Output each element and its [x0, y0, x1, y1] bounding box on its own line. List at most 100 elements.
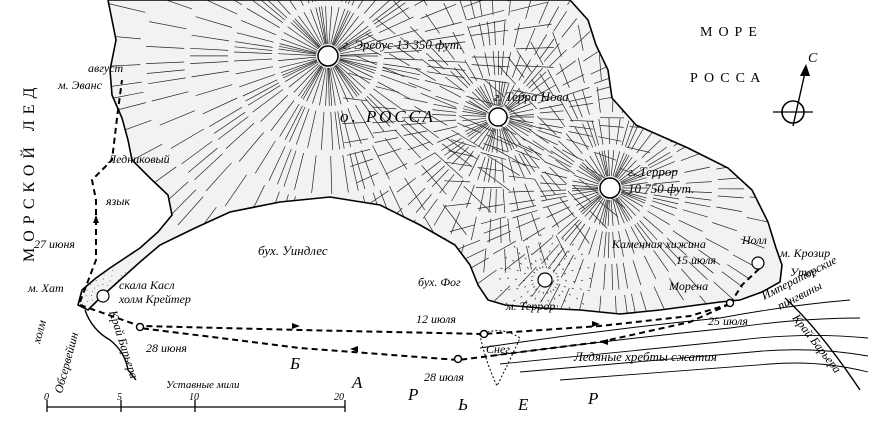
- terrain-hachure: [191, 34, 230, 42]
- terrain-hachure: [539, 110, 564, 114]
- terrain-hachure: [582, 123, 594, 148]
- terrain-hachure: [599, 22, 602, 49]
- terrain-hachure: [516, 247, 521, 272]
- terrain-hachure: [568, 263, 571, 265]
- terrain-hachure: [651, 200, 678, 209]
- terrain-hachure: [479, 187, 485, 212]
- terrain-hachure: [209, 0, 243, 6]
- terrain-hachure: [312, 67, 325, 104]
- terrain-hachure: [584, 196, 603, 217]
- route-cape-evans: [79, 79, 123, 303]
- terrain-hachure: [621, 182, 648, 187]
- terrain-hachure: [278, 48, 317, 55]
- terrain-hachure: [450, 70, 469, 89]
- observation-label-2: Обсервейшн: [51, 331, 81, 395]
- terrain-hachure: [307, 110, 317, 148]
- camp-july25: [725, 298, 735, 308]
- observation-label-1: холм: [29, 318, 49, 346]
- terrain-hachure: [543, 43, 560, 62]
- terrain-hachure: [539, 73, 554, 97]
- terrain-hachure: [579, 288, 582, 290]
- terrain-hachure: [90, 284, 92, 286]
- pressure-ridges-label: Ледяные хребты сжатия: [573, 349, 717, 364]
- terrain-hachure: [553, 146, 575, 163]
- terrain-hachure: [587, 267, 590, 269]
- terrain-hachure: [190, 61, 229, 64]
- terrain-hachure: [550, 150, 573, 165]
- terrain-hachure: [205, 162, 232, 192]
- terrain-hachure: [712, 222, 738, 232]
- terrain-hachure: [520, 296, 523, 298]
- terrain-hachure: [498, 64, 517, 85]
- terrain-hachure: [466, 95, 503, 108]
- terrain-hachure: [439, 40, 455, 60]
- terrain-hachure: [552, 269, 555, 272]
- terrain-hachure: [337, 111, 345, 149]
- terrain-hachure: [566, 87, 590, 96]
- terrain-hachure: [433, 126, 458, 133]
- terrain-hachure: [508, 123, 529, 137]
- terrain-hachure: [747, 156, 774, 163]
- terrain-hachure: [277, 148, 292, 185]
- terrain-hachure: [442, 204, 467, 235]
- terrain-hachure: [357, 0, 379, 9]
- terrain-hachure: [594, 152, 606, 178]
- terrain-hachure: [325, 6, 328, 45]
- terrain-hachure: [539, 123, 564, 129]
- camp-june28: [135, 322, 145, 332]
- terrain-hachure: [149, 21, 187, 30]
- route-return: [139, 303, 731, 362]
- terrain-hachure: [610, 34, 631, 48]
- terrain-hachure: [531, 283, 534, 285]
- terrain-hachure: [615, 153, 628, 178]
- terrain-hachure: [624, 71, 648, 80]
- terrain-hachure: [502, 188, 506, 213]
- terrain-hachure: [628, 92, 653, 98]
- terrain-hachure: [338, 31, 372, 51]
- terrain-hachure: [433, 103, 457, 110]
- terrain-hachure: [577, 57, 585, 84]
- terrain-hachure: [506, 93, 526, 110]
- terrain-hachure: [369, 0, 398, 19]
- terrain-hachure: [427, 41, 466, 47]
- terrain-hachure: [567, 250, 570, 253]
- terrain-hachure: [589, 155, 604, 179]
- terrain-hachure: [584, 159, 603, 180]
- terrain-hachure: [639, 220, 658, 241]
- terrain-hachure: [477, 166, 504, 172]
- terrain-hachure: [190, 47, 229, 51]
- terrain-hachure: [336, 63, 366, 90]
- terrain-hachure: [473, 125, 491, 144]
- terrain-hachure: [515, 313, 518, 314]
- terrain-hachure: [240, 20, 277, 36]
- terrain-hachure: [623, 55, 628, 81]
- terrain-hachure: [649, 155, 673, 169]
- terrain-hachure: [245, 82, 280, 102]
- terrain-hachure: [652, 197, 679, 205]
- terrain-hachure: [234, 58, 273, 62]
- terrain-hachure: [540, 315, 551, 339]
- terrain-hachure: [331, 8, 346, 45]
- terrain-hachure: [620, 58, 643, 69]
- terrain-hachure: [467, 123, 489, 137]
- terrain-hachure: [492, 51, 496, 76]
- terrain-hachure: [505, 116, 543, 130]
- terrain-hachure: [403, 227, 420, 263]
- terrain-hachure: [534, 297, 537, 300]
- terrain-hachure: [749, 181, 776, 184]
- terrain-hachure: [213, 111, 246, 134]
- terrain-hachure: [684, 201, 711, 208]
- terrain-hachure: [484, 79, 505, 97]
- terrain-hachure: [620, 169, 644, 183]
- terrain-hachure: [128, 143, 163, 163]
- terrain-hachure: [361, 150, 375, 187]
- terrain-hachure: [187, 147, 218, 173]
- terrain-hachure: [504, 256, 507, 259]
- terrain-hachure: [155, 0, 193, 10]
- terrain-hachure: [569, 103, 594, 108]
- terrain-hachure: [238, 132, 264, 162]
- terrain-hachure: [573, 259, 584, 284]
- terrain-hachure: [508, 98, 530, 112]
- camp-july12: [479, 329, 489, 339]
- terrain-hachure: [630, 56, 637, 83]
